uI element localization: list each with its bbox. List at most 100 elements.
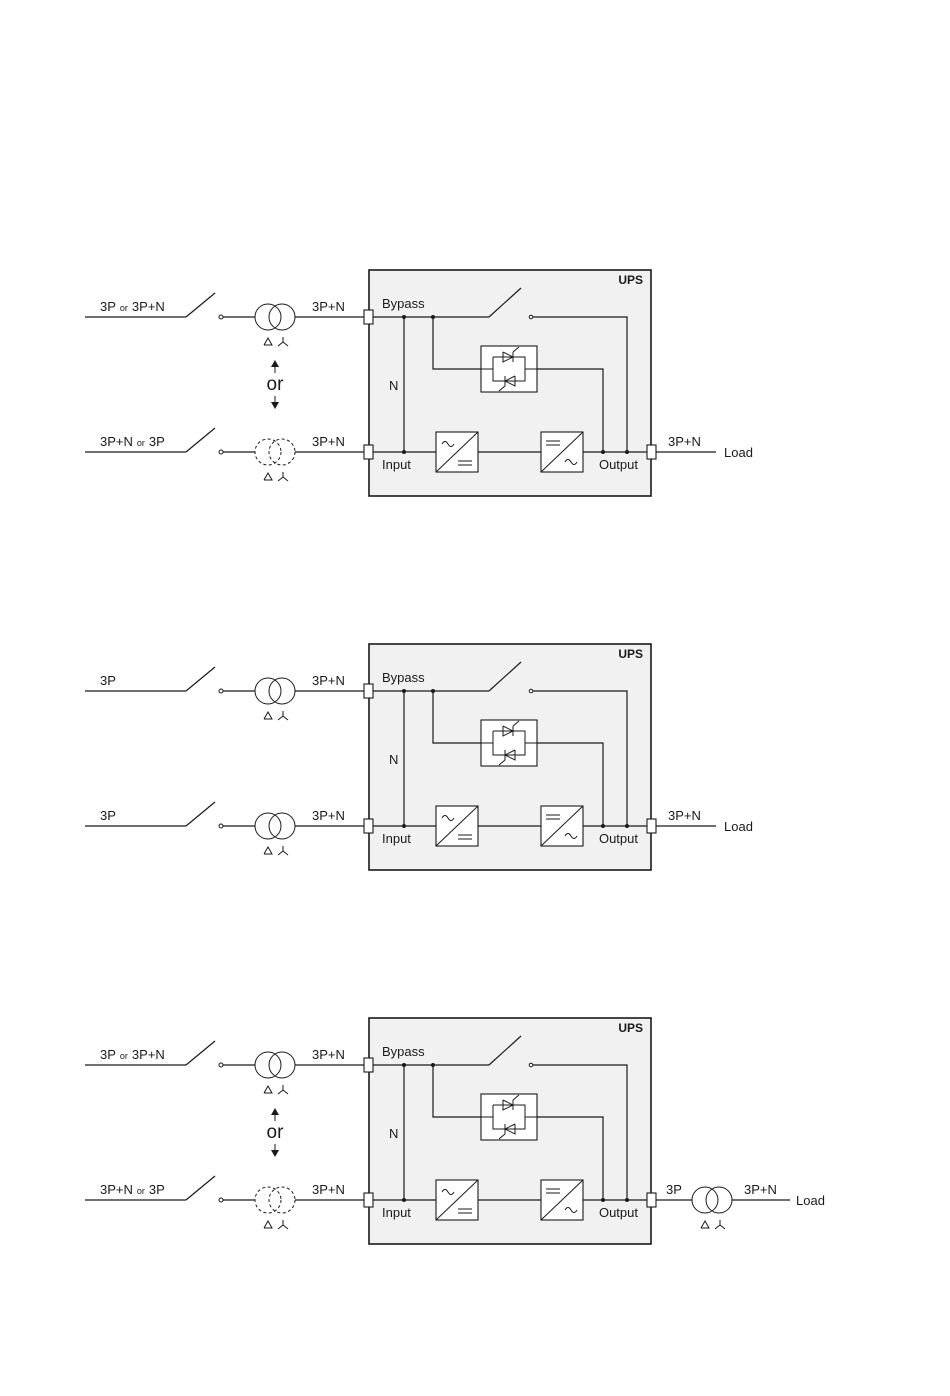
or-label: or: [267, 374, 285, 395]
transformer-coil-icon: [269, 1187, 295, 1213]
junction-dot: [625, 824, 629, 828]
junction-dot: [402, 1063, 406, 1067]
switch-contact: [219, 689, 223, 693]
arrow-down-icon: [271, 402, 279, 409]
ups-label: UPS: [618, 273, 643, 287]
transformer-coil-icon: [269, 678, 295, 704]
output-label: Output: [599, 1205, 638, 1220]
switch-blade: [186, 667, 215, 691]
delta-icon: [701, 1221, 709, 1228]
transformer-coil-icon: [255, 678, 281, 704]
wye-icon: [278, 1225, 283, 1229]
input-feed-label: 3P+N: [312, 808, 345, 823]
load-label: Load: [724, 819, 753, 834]
or-label: or: [267, 1122, 285, 1143]
bypass-terminal: [364, 684, 373, 698]
output-label: Output: [599, 457, 638, 472]
input-feed-label: 3P+N: [312, 1182, 345, 1197]
delta-icon: [264, 712, 272, 719]
load-label: Load: [724, 445, 753, 460]
input-terminal: [364, 445, 373, 459]
bypass-label: Bypass: [382, 670, 425, 685]
junction-dot: [431, 689, 435, 693]
wye-icon: [278, 716, 283, 720]
output-feed-label: 3P+N: [668, 434, 701, 449]
switch-blade: [186, 293, 215, 317]
feeder-label: 3P+Nor3P: [100, 434, 165, 449]
bypass-feed-label: 3P+N: [312, 673, 345, 688]
neutral-label: N: [389, 752, 398, 767]
arrow-down-icon: [271, 1150, 279, 1157]
output-terminal: [647, 819, 656, 833]
switch-blade: [186, 802, 215, 826]
wye-icon: [278, 477, 283, 481]
transformer-coil-icon: [269, 813, 295, 839]
output-feed-label: 3P+N: [668, 808, 701, 823]
junction-dot: [601, 824, 605, 828]
delta-icon: [264, 1086, 272, 1093]
bypass-feed-label: 3P+N: [312, 1047, 345, 1062]
junction-dot: [431, 1063, 435, 1067]
wye-icon: [278, 342, 283, 346]
input-label: Input: [382, 1205, 411, 1220]
bypass-label: Bypass: [382, 296, 425, 311]
transformer-coil-icon: [255, 1052, 281, 1078]
junction-dot: [601, 1198, 605, 1202]
junction-dot: [625, 450, 629, 454]
transformer-coil-icon: [269, 1052, 295, 1078]
delta-icon: [264, 1221, 272, 1228]
switch-contact: [219, 315, 223, 319]
junction-dot: [402, 689, 406, 693]
wye-icon: [720, 1225, 725, 1229]
neutral-label: N: [389, 1126, 398, 1141]
ups-label: UPS: [618, 647, 643, 661]
bypass-contact: [529, 689, 533, 693]
bypass-terminal: [364, 1058, 373, 1072]
transformer-coil-icon: [255, 439, 281, 465]
wye-icon: [278, 1090, 283, 1094]
switch-contact: [219, 450, 223, 454]
transformer-coil-icon: [269, 304, 295, 330]
diagram-3: 3Por3P+N3P+Nor3P3P+N3P+NorUPSBypassInput…: [85, 1018, 825, 1244]
output-terminal: [647, 445, 656, 459]
transformer-coil-icon: [255, 813, 281, 839]
bypass-label: Bypass: [382, 1044, 425, 1059]
ups-label: UPS: [618, 1021, 643, 1035]
wye-icon: [283, 1225, 288, 1229]
input-terminal: [364, 1193, 373, 1207]
wye-icon: [283, 477, 288, 481]
junction-dot: [402, 315, 406, 319]
transformer-coil-icon: [269, 439, 295, 465]
delta-icon: [264, 847, 272, 854]
delta-icon: [264, 338, 272, 345]
switch-blade: [186, 428, 215, 452]
transformer-coil-icon: [692, 1187, 718, 1213]
input-label: Input: [382, 831, 411, 846]
junction-dot: [431, 315, 435, 319]
output-label: Output: [599, 831, 638, 846]
load-feed-label: 3P+N: [744, 1182, 777, 1197]
output-feed-label: 3P: [666, 1182, 682, 1197]
transformer-coil-icon: [255, 1187, 281, 1213]
feeder-label: 3P: [100, 808, 116, 823]
wye-icon: [283, 716, 288, 720]
switch-blade: [186, 1041, 215, 1065]
wye-icon: [283, 342, 288, 346]
wye-icon: [715, 1225, 720, 1229]
switch-blade: [186, 1176, 215, 1200]
transformer-coil-icon: [255, 304, 281, 330]
switch-contact: [219, 824, 223, 828]
input-label: Input: [382, 457, 411, 472]
wye-icon: [283, 851, 288, 855]
wye-icon: [283, 1090, 288, 1094]
bypass-terminal: [364, 310, 373, 324]
switch-contact: [219, 1198, 223, 1202]
feeder-label: 3P: [100, 673, 116, 688]
bypass-feed-label: 3P+N: [312, 299, 345, 314]
junction-dot: [625, 1198, 629, 1202]
output-terminal: [647, 1193, 656, 1207]
